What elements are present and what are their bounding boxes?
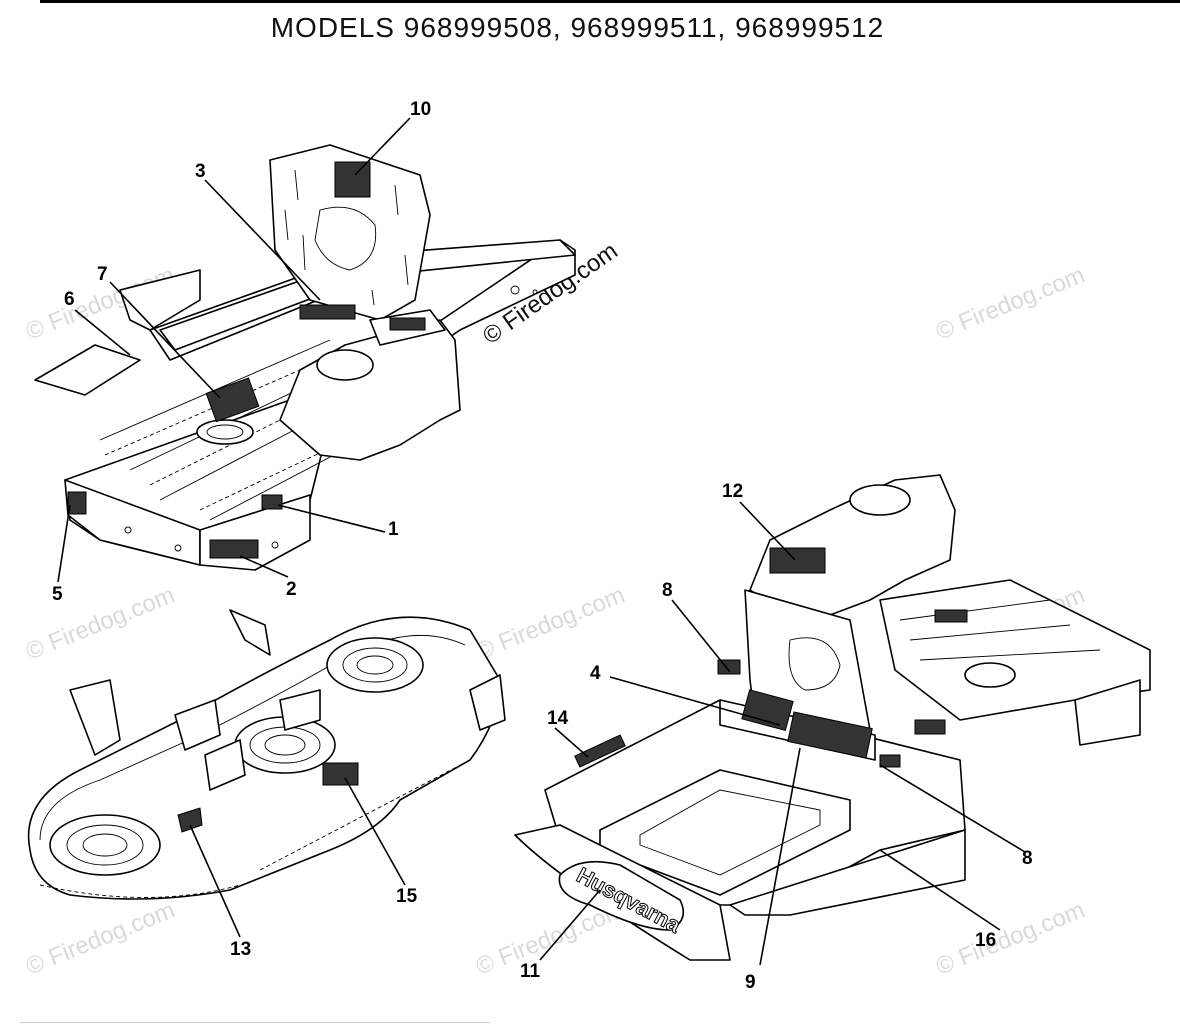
callout-11: 11 — [520, 961, 541, 982]
watermark: © Firedog.com — [472, 581, 628, 665]
watermark: © Firedog.com — [22, 896, 178, 980]
leader-lines — [57, 117, 1026, 966]
callout-4: 4 — [590, 663, 601, 684]
callout-10: 10 — [410, 99, 431, 120]
callout-7: 7 — [97, 264, 108, 285]
callout-3: 3 — [195, 161, 206, 182]
callout-5: 5 — [52, 584, 63, 605]
callout-8b: 8 — [1022, 848, 1033, 869]
callout-12: 12 — [722, 481, 743, 502]
callout-9: 9 — [745, 972, 756, 993]
bottom-rule — [20, 1022, 490, 1023]
callout-16: 16 — [975, 930, 996, 951]
frame-assembly-top — [34, 144, 576, 571]
callout-15: 15 — [396, 886, 418, 907]
callout-14: 14 — [547, 708, 569, 729]
callout-labels: 10 3 7 6 1 2 5 12 8 4 14 8 16 9 11 13 15 — [52, 99, 1033, 993]
callout-1: 1 — [388, 519, 399, 540]
title-rule — [40, 0, 1180, 3]
callout-13: 13 — [230, 939, 251, 960]
frame-assembly-rear: Husqvarna — [514, 474, 1151, 961]
page-title: MODELS 968999508, 968999511, 968999512 — [270, 12, 885, 43]
callout-2: 2 — [286, 579, 297, 600]
watermark: © Firedog.com — [932, 896, 1088, 980]
watermark: © Firedog.com — [22, 581, 178, 665]
watermark: © Firedog.com — [932, 261, 1088, 345]
callout-8: 8 — [662, 580, 673, 601]
mower-deck-assembly — [27, 609, 506, 900]
callout-6: 6 — [64, 289, 75, 310]
